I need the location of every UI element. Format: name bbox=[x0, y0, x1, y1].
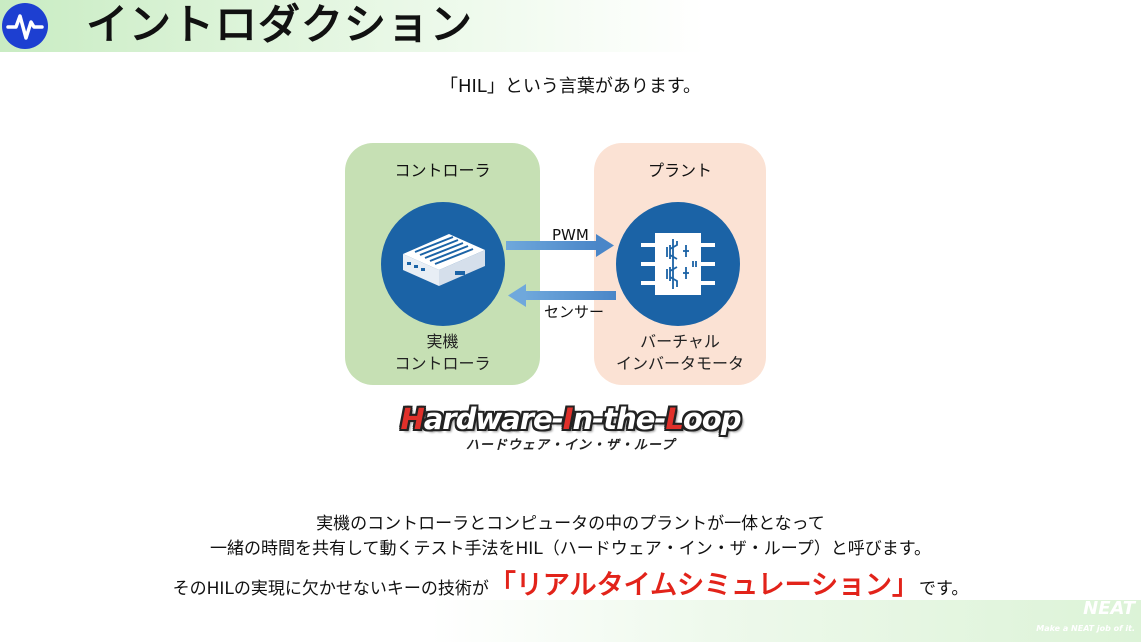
body-line-3-post: です。 bbox=[919, 579, 969, 599]
inverter-circuit-icon bbox=[616, 202, 740, 326]
hil-letter-l: L bbox=[665, 402, 684, 436]
hil-letter-h: H bbox=[400, 402, 424, 436]
controller-device-icon bbox=[381, 202, 505, 326]
body-line-2: 一緒の時間を共有して動くテスト手法をHIL（ハードウェア・イン・ザ・ループ）と呼… bbox=[209, 539, 932, 559]
sensor-label: センサー bbox=[544, 303, 605, 321]
intro-text: 「HIL」という言葉があります。 bbox=[439, 76, 702, 97]
hil-part2: n-the- bbox=[572, 402, 667, 436]
neat-logo: NEAT bbox=[1083, 598, 1135, 619]
body-line-3: そのHILの実現に欠かせないキーの技術が「リアルタイムシミュレーション」です。 bbox=[0, 563, 1141, 602]
hil-part1: ardware- bbox=[423, 402, 564, 436]
hil-title: Hardware-In-the-Loop bbox=[0, 402, 1141, 436]
page-title: イントロダクション bbox=[86, 0, 474, 49]
controller-sub-line1: 実機 bbox=[426, 332, 459, 351]
title-bar: イントロダクション bbox=[0, 0, 705, 52]
pulse-wave-icon bbox=[2, 3, 48, 49]
controller-subtitle: 実機 コントローラ bbox=[345, 331, 540, 375]
plant-sub-line1: バーチャル bbox=[640, 332, 720, 351]
body-line-3-pre: そのHILの実現に欠かせないキーの技術が bbox=[172, 579, 489, 599]
hil-kana: ハードウェア・イン・ザ・ループ bbox=[465, 438, 676, 453]
footer-band bbox=[430, 600, 1141, 642]
realtime-simulation-emphasis: 「リアルタイムシミュレーション」 bbox=[488, 570, 920, 601]
body-line-1: 実機のコントローラとコンピュータの中のプラントが一体となって bbox=[316, 514, 825, 534]
hil-part3: oop bbox=[682, 402, 742, 436]
plant-subtitle: バーチャル インバータモータ bbox=[594, 331, 766, 375]
plant-title: プラント bbox=[647, 161, 712, 180]
neat-tagline: Make a NEAT job of it. bbox=[1036, 624, 1135, 633]
plant-box: プラント bbox=[594, 143, 766, 385]
controller-box: コントローラ 実機 コントローラ bbox=[345, 143, 540, 385]
pwm-label: PWM bbox=[552, 226, 589, 244]
controller-sub-line2: コントローラ bbox=[394, 354, 491, 373]
hil-letter-i: I bbox=[562, 402, 574, 436]
plant-sub-line2: インバータモータ bbox=[615, 354, 744, 373]
controller-title: コントローラ bbox=[394, 161, 491, 180]
